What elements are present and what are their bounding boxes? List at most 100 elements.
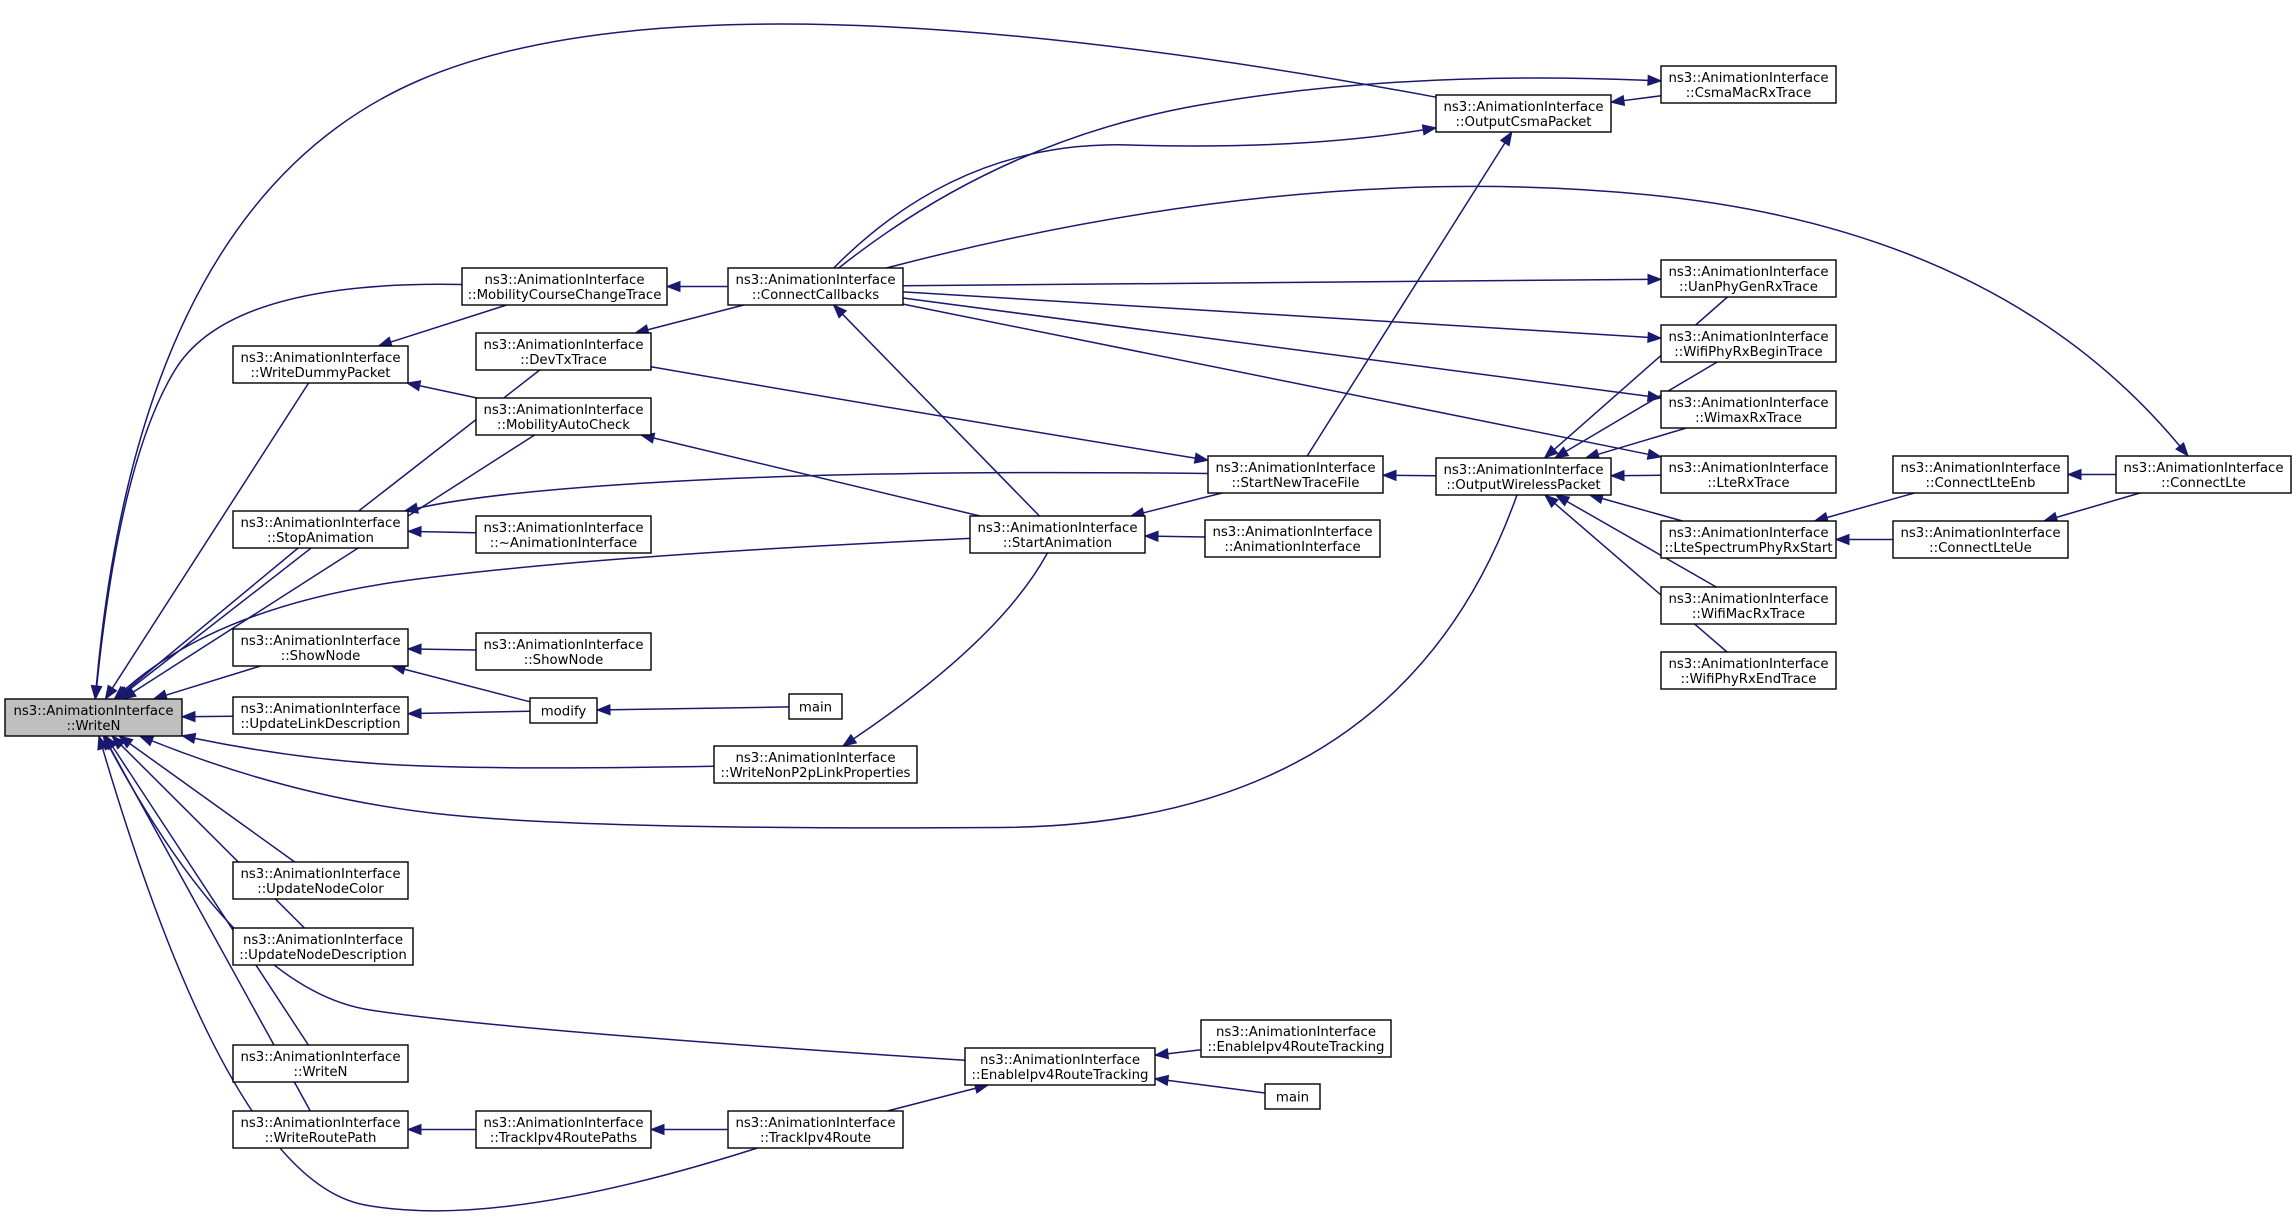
arrowhead-icon xyxy=(406,707,422,720)
node-wifiPhyRxEndTrace[interactable]: ns3::AnimationInterface::WifiPhyRxEndTra… xyxy=(1660,651,1837,690)
node-updateNodeColor[interactable]: ns3::AnimationInterface::UpdateNodeColor xyxy=(232,861,409,900)
node-wifiMacRxTrace[interactable]: ns3::AnimationInterface::WifiMacRxTrace xyxy=(1660,586,1837,625)
edge-wifiPhyRxEndTrace-to-outputWirelessPacket xyxy=(1554,502,1728,653)
node-wimaxRxTrace[interactable]: ns3::AnimationInterface::WimaxRxTrace xyxy=(1660,390,1837,429)
node-label-line: ns3::AnimationInterface xyxy=(977,521,1137,536)
node-writeRoutePath[interactable]: ns3::AnimationInterface::WriteRoutePath xyxy=(232,1110,409,1149)
edge-startAnimation-to-writeNonP2p xyxy=(853,552,1049,740)
arrowhead-icon xyxy=(841,733,858,747)
node-enableIpv4RouteTracking2[interactable]: ns3::AnimationInterface::EnableIpv4Route… xyxy=(1200,1019,1392,1058)
node-label-line: ns3::AnimationInterface xyxy=(483,521,643,536)
node-box xyxy=(1660,651,1837,690)
node-wifiPhyRxBeginTrace[interactable]: ns3::AnimationInterface::WifiPhyRxBeginT… xyxy=(1660,324,1837,363)
node-label-line: ns3::AnimationInterface xyxy=(1900,526,2060,541)
node-box xyxy=(232,861,409,900)
node-label-line: ns3::AnimationInterface xyxy=(1668,330,1828,345)
node-lteRxTrace[interactable]: ns3::AnimationInterface::LteRxTrace xyxy=(1660,455,1837,494)
edge-devTxTrace-to-startNewTraceFile xyxy=(650,365,1196,459)
edge-connectCallbacks-to-devTxTrace xyxy=(647,304,744,331)
arrowhead-icon xyxy=(406,525,422,538)
node-uanPhyGenRxTrace[interactable]: ns3::AnimationInterface::UanPhyGenRxTrac… xyxy=(1660,259,1837,298)
node-mobilityCourseChangeTrace[interactable]: ns3::AnimationInterface::MobilityCourseC… xyxy=(461,267,668,306)
edge-trackIpv4Route-to-enableIpv4RouteTracking xyxy=(887,1087,976,1112)
node-enableIpv4RouteTracking[interactable]: ns3::AnimationInterface::EnableIpv4Route… xyxy=(964,1047,1156,1086)
node-label-line: ::AnimationInterface xyxy=(1224,540,1360,555)
node-devTxTrace[interactable]: ns3::AnimationInterface::DevTxTrace xyxy=(475,332,652,371)
node-label-line: ::~AnimationInterface xyxy=(490,536,637,551)
node-csmaMacRxTrace[interactable]: ns3::AnimationInterface::CsmaMacRxTrace xyxy=(1660,65,1837,104)
edge-modify-to-updateLinkDescription xyxy=(420,710,531,715)
node-lteSpectrumPhyRxStart[interactable]: ns3::AnimationInterface::LteSpectrumPhyR… xyxy=(1660,520,1837,559)
node-updateLinkDescription[interactable]: ns3::AnimationInterface::UpdateLinkDescr… xyxy=(232,696,409,735)
edge-connectCallbacks-to-connectLte xyxy=(886,185,2181,447)
edge-connectCallbacks-to-csmaMacRxTrace xyxy=(838,77,1649,269)
node-box xyxy=(232,927,414,966)
edge-showNode2-to-showNode xyxy=(420,648,477,651)
node-stopAnimation[interactable]: ns3::AnimationInterface::StopAnimation xyxy=(232,510,409,549)
node-writeN_root[interactable]: ns3::AnimationInterface::WriteN xyxy=(4,698,183,737)
node-trackIpv4Route[interactable]: ns3::AnimationInterface::TrackIpv4Route xyxy=(727,1110,904,1149)
node-label-line: ns3::AnimationInterface xyxy=(240,516,400,531)
node-label-line: ::WifiPhyRxEndTrace xyxy=(1681,672,1817,687)
node-label-line: ::WimaxRxTrace xyxy=(1695,411,1802,426)
arrowhead-icon xyxy=(1609,469,1625,482)
node-connectCallbacks[interactable]: ns3::AnimationInterface::ConnectCallback… xyxy=(727,267,904,306)
node-box xyxy=(964,1047,1156,1086)
edge-main1-to-modify xyxy=(609,706,790,711)
node-box xyxy=(475,515,652,554)
node-updateNodeDescription[interactable]: ns3::AnimationInterface::UpdateNodeDescr… xyxy=(232,927,414,966)
node-box xyxy=(969,515,1146,554)
arrowhead-icon xyxy=(113,685,129,700)
node-box xyxy=(232,1044,409,1083)
node-animationInterfaceCtor[interactable]: ns3::AnimationInterface::AnimationInterf… xyxy=(1204,519,1381,558)
edge-startAnimation-to-mobilityAutoCheck xyxy=(653,437,981,517)
node-label-line: ::TrackIpv4RoutePaths xyxy=(490,1131,637,1146)
node-label-line: ::WriteN xyxy=(66,719,120,734)
node-label-line: ::ShowNode xyxy=(281,649,361,664)
node-label-line: ns3::AnimationInterface xyxy=(483,638,643,653)
node-writeDummyPacket[interactable]: ns3::AnimationInterface::WriteDummyPacke… xyxy=(232,345,409,384)
edge-modify-to-showNode xyxy=(404,668,531,703)
node-box xyxy=(1435,457,1612,496)
arrowhead-icon xyxy=(138,735,155,747)
node-box xyxy=(475,397,652,436)
arrowhead-icon xyxy=(1153,1074,1170,1087)
arrowhead-icon xyxy=(649,1123,665,1136)
node-main1[interactable]: main xyxy=(788,693,843,720)
node-outputWirelessPacket[interactable]: ns3::AnimationInterface::OutputWirelessP… xyxy=(1435,457,1612,496)
node-label-line: ::TrackIpv4Route xyxy=(760,1131,871,1146)
arrowhead-icon xyxy=(1143,530,1159,542)
node-connectLteEnb[interactable]: ns3::AnimationInterface::ConnectLteEnb xyxy=(1892,455,2069,494)
node-mobilityAutoCheck[interactable]: ns3::AnimationInterface::MobilityAutoChe… xyxy=(475,397,652,436)
node-showNode2[interactable]: ns3::AnimationInterface::ShowNode xyxy=(475,632,652,671)
node-writeNonP2p[interactable]: ns3::AnimationInterface::WriteNonP2pLink… xyxy=(713,745,918,784)
arrowhead-icon xyxy=(1153,1047,1170,1060)
node-label-line: ::EnableIpv4RouteTracking xyxy=(1208,1040,1385,1055)
node-label-line: ns3::AnimationInterface xyxy=(1443,463,1603,478)
node-showNode[interactable]: ns3::AnimationInterface::ShowNode xyxy=(232,628,409,667)
node-label-line: ns3::AnimationInterface xyxy=(1668,592,1828,607)
node-connectLteUe[interactable]: ns3::AnimationInterface::ConnectLteUe xyxy=(1892,520,2069,559)
node-box xyxy=(2115,455,2292,494)
node-startAnimation[interactable]: ns3::AnimationInterface::StartAnimation xyxy=(969,515,1146,554)
node-label-line: ns3::AnimationInterface xyxy=(240,634,400,649)
edge-stopAnimation-to-writeN_root xyxy=(125,547,299,692)
node-trackIpv4RoutePaths[interactable]: ns3::AnimationInterface::TrackIpv4RouteP… xyxy=(475,1110,652,1149)
node-label-line: ns3::AnimationInterface xyxy=(1212,525,1372,540)
node-label-line: ::DevTxTrace xyxy=(520,353,607,368)
node-outputCsmaPacket[interactable]: ns3::AnimationInterface::OutputCsmaPacke… xyxy=(1435,94,1612,133)
node-label-line: ns3::AnimationInterface xyxy=(1668,526,1828,541)
node-connectLte[interactable]: ns3::AnimationInterface::ConnectLte xyxy=(2115,455,2292,494)
node-destructor[interactable]: ns3::AnimationInterface::~AnimationInter… xyxy=(475,515,652,554)
node-label-line: ns3::AnimationInterface xyxy=(240,1116,400,1131)
node-writeN2[interactable]: ns3::AnimationInterface::WriteN xyxy=(232,1044,409,1083)
node-label-line: ::OutputWirelessPacket xyxy=(1446,478,1600,493)
node-modify[interactable]: modify xyxy=(529,697,598,724)
edge-mobilityCourseChangeTrace-to-writeDummyPacket xyxy=(390,304,507,343)
node-label-line: ns3::AnimationInterface xyxy=(13,704,173,719)
node-box xyxy=(1660,65,1837,104)
node-startNewTraceFile[interactable]: ns3::AnimationInterface::StartNewTraceFi… xyxy=(1207,455,1384,494)
node-box xyxy=(1200,1019,1392,1058)
node-main2[interactable]: main xyxy=(1264,1083,1321,1110)
